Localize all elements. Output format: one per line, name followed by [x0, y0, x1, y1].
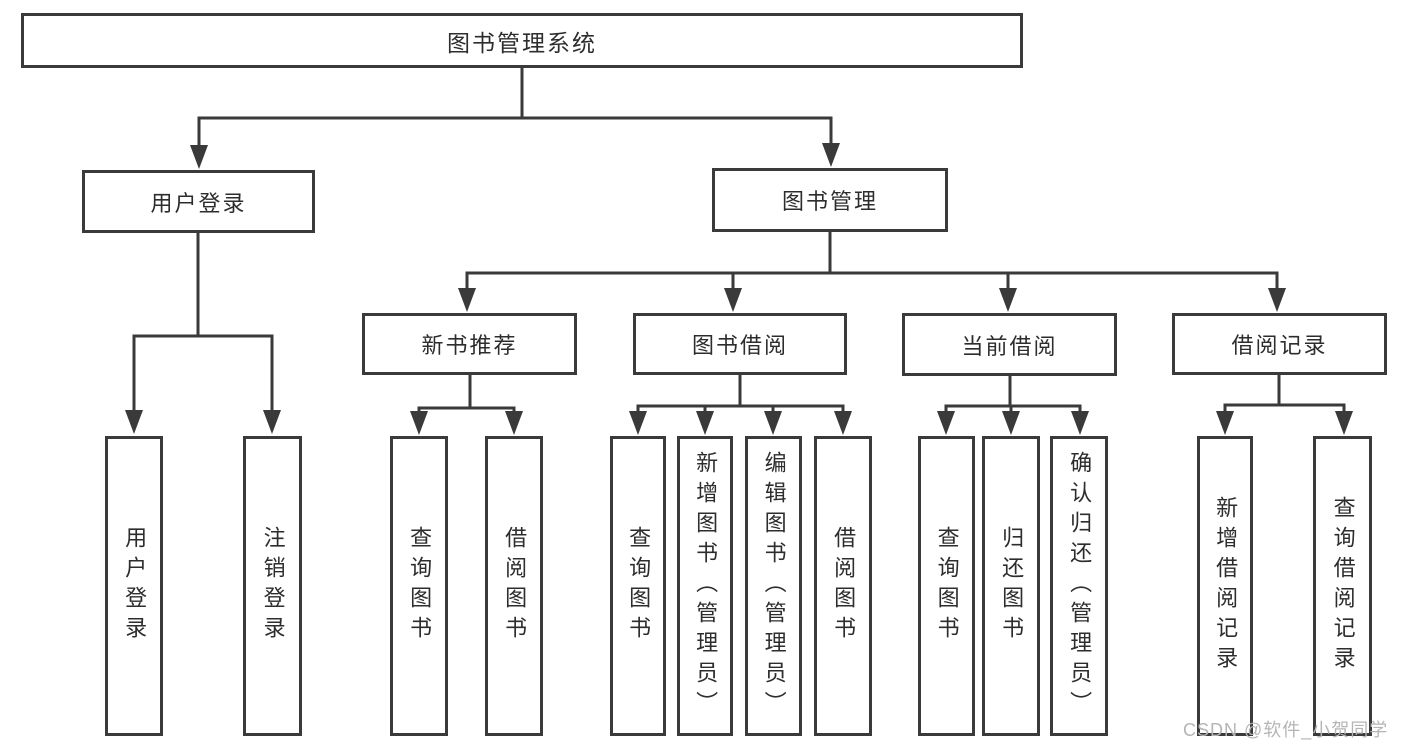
node-current-borrowing: 当前借阅	[902, 313, 1117, 376]
node-new-book-recommendation-label: 新书推荐	[421, 333, 518, 358]
node-borrowing-records: 借阅记录	[1172, 313, 1387, 375]
leaf-query-books-current-label: 查询图书	[934, 526, 960, 646]
leaf-query-borrow-record: 查询借阅记录	[1313, 436, 1372, 736]
leaf-query-borrow-record-label: 查询借阅记录	[1330, 496, 1356, 676]
node-library-management-system-label: 图书管理系统	[447, 29, 597, 56]
leaf-add-borrow-record-label: 新增借阅记录	[1213, 496, 1239, 676]
leaf-add-books-admin: 新增图书（管理员）	[677, 436, 733, 736]
node-user-login-label: 用户登录	[150, 190, 247, 216]
node-book-management-label: 图书管理	[781, 189, 878, 214]
node-library-management-system: 图书管理系统	[21, 13, 1023, 68]
connector-book-management-to-level3	[465, 232, 1279, 290]
leaf-query-books-recommend-label: 查询图书	[407, 526, 433, 646]
leaf-query-books-current: 查询图书	[918, 436, 975, 736]
leaf-query-books-recommend: 查询图书	[390, 436, 448, 736]
leaf-edit-books-admin: 编辑图书（管理员）	[745, 436, 802, 736]
leaf-logout: 注销登录	[243, 436, 302, 736]
node-new-book-recommendation: 新书推荐	[362, 313, 577, 375]
leaf-borrow-books-label: 借阅图书	[831, 526, 857, 646]
leaf-logout-label: 注销登录	[260, 526, 286, 646]
connector-current-borrow-to-leaves	[944, 376, 1082, 413]
leaf-return-books-label: 归还图书	[999, 526, 1025, 646]
connector-borrow-records-to-leaves	[1223, 375, 1346, 413]
leaf-borrow-books-recommend-label: 借阅图书	[502, 526, 528, 646]
node-borrowing-records-label: 借阅记录	[1231, 333, 1328, 358]
leaf-add-books-admin-label: 新增图书（管理员）	[693, 451, 719, 721]
node-book-borrowing: 图书借阅	[633, 313, 847, 375]
arrowheads	[125, 143, 1353, 435]
leaf-user-login: 用户登录	[105, 436, 163, 736]
node-book-borrowing-label: 图书借阅	[691, 333, 788, 358]
node-book-management: 图书管理	[712, 168, 948, 232]
node-user-login: 用户登录	[82, 170, 315, 233]
node-current-borrowing-label: 当前借阅	[961, 333, 1058, 359]
watermark: CSDN @软件_小贺同学	[1183, 720, 1389, 740]
connector-user-login-to-leaves	[132, 233, 274, 412]
connector-new-book-to-leaves	[417, 375, 516, 413]
connector-book-borrow-to-leaves	[636, 375, 845, 413]
leaf-user-login-label: 用户登录	[122, 526, 148, 646]
leaf-borrow-books-recommend: 借阅图书	[485, 436, 543, 736]
leaf-add-borrow-record: 新增借阅记录	[1197, 436, 1253, 736]
leaf-confirm-return-admin: 确认归还（管理员）	[1050, 436, 1108, 736]
leaf-borrow-books: 借阅图书	[814, 436, 872, 736]
leaf-return-books: 归还图书	[982, 436, 1040, 736]
connector-root-to-level2	[197, 68, 833, 147]
leaf-query-books-borrow: 查询图书	[610, 436, 666, 736]
leaf-edit-books-admin-label: 编辑图书（管理员）	[761, 451, 787, 721]
leaf-query-books-borrow-label: 查询图书	[626, 526, 652, 646]
leaf-confirm-return-admin-label: 确认归还（管理员）	[1067, 451, 1093, 721]
